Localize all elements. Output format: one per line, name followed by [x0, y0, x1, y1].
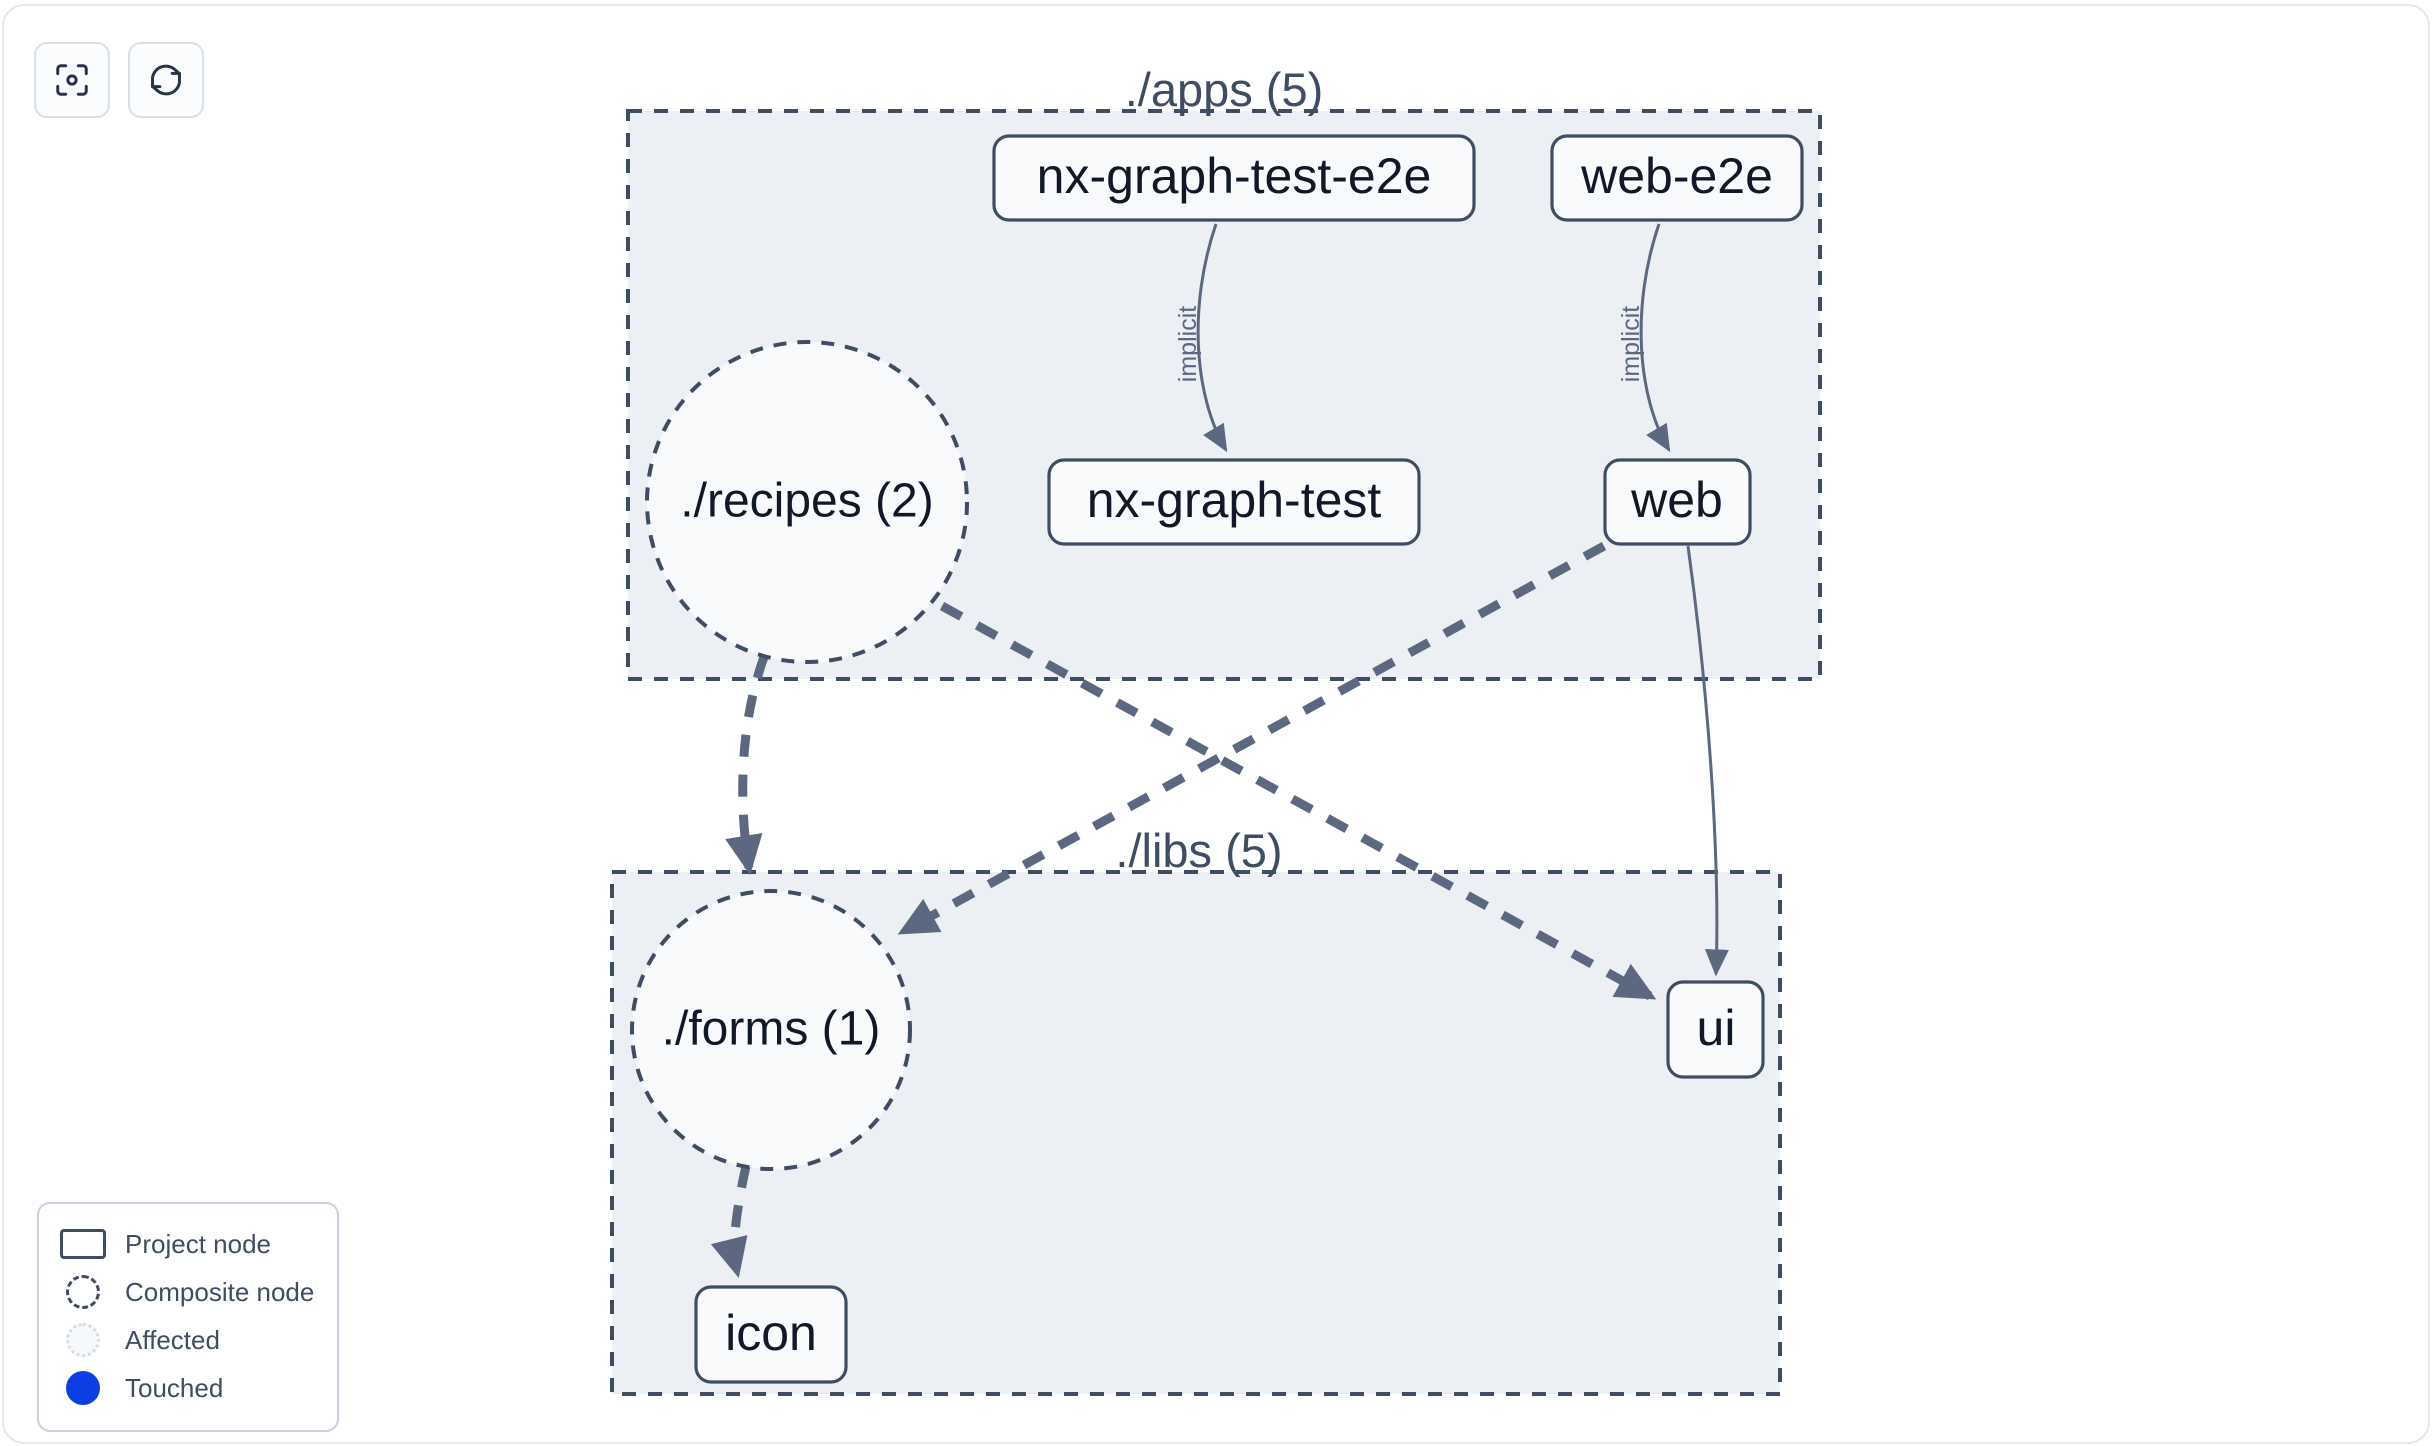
node-recipes-label: ./recipes (2) [680, 475, 933, 528]
touched-swatch-icon [57, 1371, 109, 1405]
node-forms-composite[interactable]: ./forms (1) [630, 889, 912, 1171]
node-forms-circle [630, 889, 912, 1171]
legend-item-composite-node: Composite node [57, 1268, 319, 1316]
node-nx-graph-test-e2e-box [992, 134, 1476, 222]
node-ui-box [1666, 980, 1765, 1079]
node-nx-graph-test-e2e-label: nx-graph-test-e2e [1037, 148, 1432, 204]
graph-legend: Project node Composite node Affected Tou… [37, 1202, 339, 1432]
node-icon[interactable]: icon [694, 1285, 848, 1384]
focus-target-icon [56, 64, 88, 96]
legend-item-touched: Touched [57, 1364, 319, 1412]
edge-web-e2e-to-web: implicit [1617, 223, 1671, 453]
legend-item-project-node: Project node [57, 1220, 319, 1268]
node-ui[interactable]: ui [1666, 980, 1765, 1079]
edge-label-implicit-1: implicit [1174, 306, 1202, 382]
legend-item-affected: Affected [57, 1316, 319, 1364]
edge-forms-to-icon [710, 1165, 751, 1278]
focus-graph-button[interactable] [34, 42, 110, 118]
refresh-icon [151, 64, 181, 96]
node-web-e2e-label: web-e2e [1580, 148, 1773, 204]
legend-label-composite-node: Composite node [125, 1276, 315, 1307]
node-recipes-composite[interactable]: ./recipes (2) [645, 340, 969, 664]
project-node-swatch-icon [57, 1229, 109, 1259]
refresh-graph-button[interactable] [128, 42, 204, 118]
node-nx-graph-test-label: nx-graph-test [1087, 472, 1382, 528]
node-web[interactable]: web [1603, 458, 1752, 546]
edge-label-implicit-2: implicit [1617, 306, 1645, 382]
edge-recipes-to-forms [725, 655, 769, 876]
node-ui-label: ui [1697, 1000, 1736, 1056]
node-icon-box [694, 1285, 848, 1384]
group-libs-label: ./libs (5) [1115, 824, 1282, 877]
legend-label-touched: Touched [125, 1372, 224, 1403]
node-web-box [1603, 458, 1752, 546]
node-icon-label: icon [725, 1305, 817, 1361]
edge-nx-graph-test-e2e-to-nx-graph-test: implicit [1174, 223, 1228, 453]
node-forms-label: ./forms (1) [662, 1003, 881, 1056]
node-web-e2e-box [1550, 134, 1804, 222]
node-web-e2e[interactable]: web-e2e [1550, 134, 1804, 222]
node-recipes-circle [645, 340, 969, 664]
legend-label-affected: Affected [125, 1324, 220, 1355]
composite-node-swatch-icon [57, 1275, 109, 1309]
dependency-graph[interactable]: ./apps (5) ./libs (5) [4, 6, 2430, 1444]
graph-canvas[interactable]: ./apps (5) ./libs (5) [2, 4, 2430, 1444]
group-apps-label: ./apps (5) [1125, 63, 1324, 116]
node-web-label: web [1630, 472, 1723, 528]
edge-web-to-forms [897, 542, 1607, 935]
edge-web-to-ui [1686, 545, 1729, 977]
node-nx-graph-test-e2e[interactable]: nx-graph-test-e2e [992, 134, 1476, 222]
node-nx-graph-test[interactable]: nx-graph-test [1047, 458, 1421, 546]
affected-swatch-icon [57, 1323, 109, 1357]
edge-recipes-to-ui [939, 602, 1657, 1000]
graph-toolbar [34, 42, 204, 118]
legend-label-project-node: Project node [125, 1228, 271, 1259]
node-nx-graph-test-box [1047, 458, 1421, 546]
